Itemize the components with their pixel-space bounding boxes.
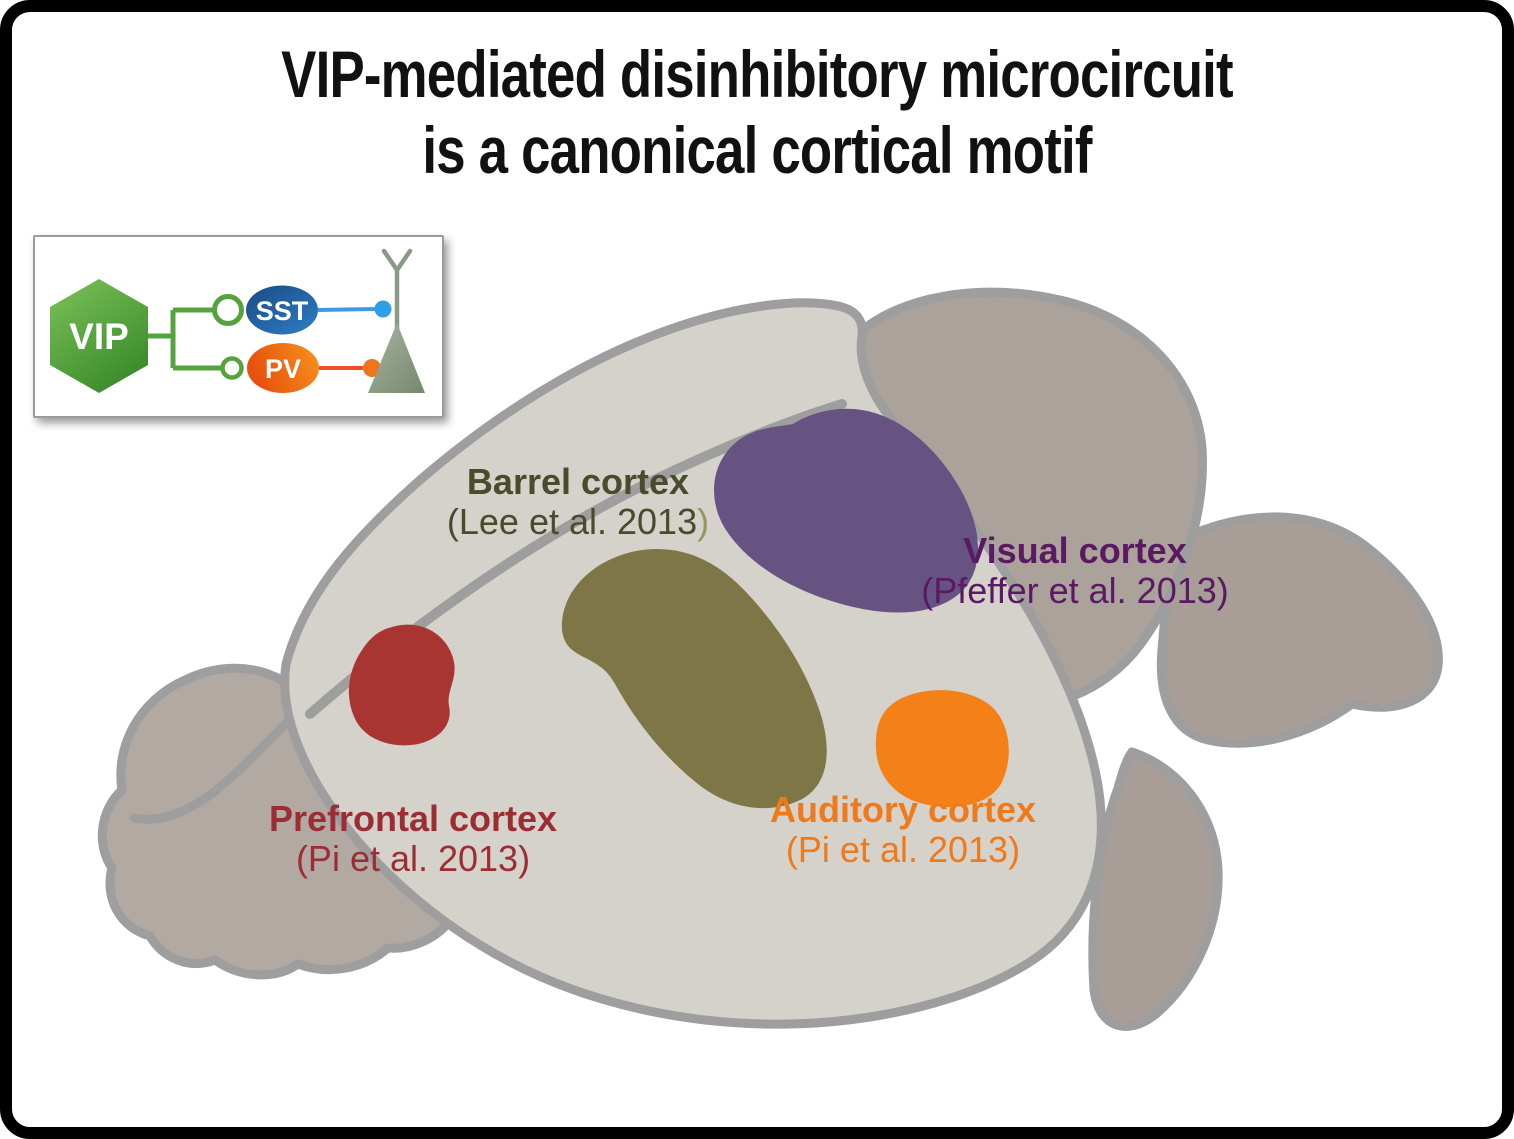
slide-title-line1: VIP-mediated disinhibitory microcircuit	[281, 37, 1233, 111]
region-prefrontal-shape	[348, 624, 455, 746]
sst-synapse-ring-icon	[212, 294, 244, 326]
auditory-cortex-citation: (Pi et al. 2013)	[785, 829, 1021, 870]
pv-label: PV	[265, 354, 301, 384]
microcircuit-inset: VIP SST PV	[33, 235, 444, 418]
visual-cortex-citation: (Pfeffer et al. 2013)	[921, 570, 1229, 611]
pyramidal-soma	[368, 323, 425, 393]
vip-label: VIP	[69, 316, 129, 357]
pv-cell	[247, 343, 319, 393]
pyramidal-dendrite	[381, 248, 413, 332]
barrel-citation-close-paren: )	[697, 501, 710, 542]
prefrontal-cortex-name: Prefrontal cortex	[268, 798, 558, 839]
pv-synapse-ring-icon	[220, 356, 244, 380]
brainstem-wing-shape	[1156, 512, 1443, 748]
olfactory-bulb-shape	[97, 663, 457, 980]
auditory-cortex-name: Auditory cortex	[769, 789, 1037, 830]
brainstem-fin-shape	[1088, 747, 1223, 1031]
visual-cortex-label: Visual cortex (Pfeffer et al. 2013)	[921, 531, 1229, 611]
barrel-cortex-citation: (Lee et al. 2013)	[446, 501, 710, 542]
sst-label: SST	[256, 296, 309, 326]
sst-output-line	[317, 307, 376, 312]
vip-wire	[148, 307, 221, 371]
auditory-cortex-label: Auditory cortex (Pi et al. 2013)	[770, 790, 1036, 870]
sst-cell	[246, 285, 318, 335]
region-visual-shape	[714, 408, 979, 613]
region-barrel-shape	[561, 549, 827, 809]
slide-title: VIP-mediated disinhibitory microcircuit …	[151, 36, 1362, 188]
microcircuit-diagram: VIP SST PV	[50, 248, 425, 393]
visual-cortex-name: Visual cortex	[963, 530, 1187, 571]
vip-hexagon	[50, 279, 148, 393]
sst-bouton-icon	[374, 300, 392, 318]
region-auditory-shape	[875, 690, 1009, 807]
barrel-cortex-label: Barrel cortex (Lee et al. 2013)	[447, 462, 709, 542]
barrel-cortex-name: Barrel cortex	[466, 461, 690, 502]
prefrontal-cortex-citation: (Pi et al. 2013)	[295, 838, 531, 879]
slide-title-line2: is a canonical cortical motif	[422, 113, 1092, 187]
prefrontal-cortex-label: Prefrontal cortex (Pi et al. 2013)	[269, 799, 557, 879]
